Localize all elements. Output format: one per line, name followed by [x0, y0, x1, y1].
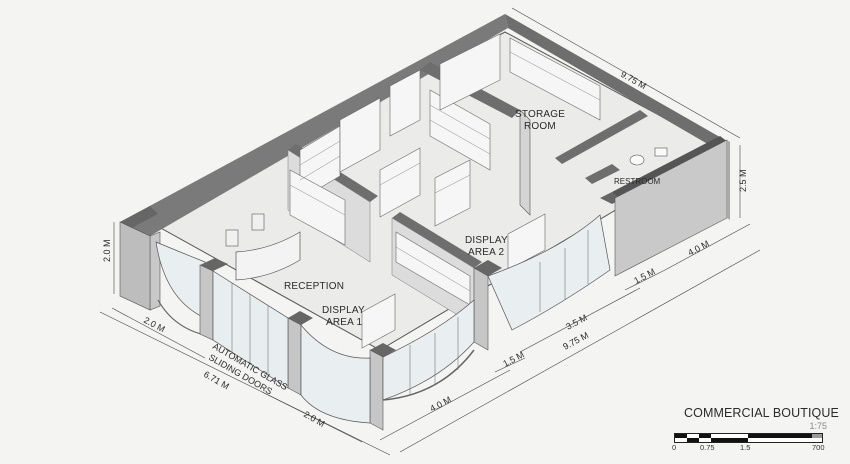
title-block: COMMERCIAL BOUTIQUE 1:75 0 0.75 1.5 700	[672, 406, 839, 452]
partition-display2	[392, 212, 482, 268]
storage-front-wall	[519, 109, 531, 216]
left-wall-face	[119, 221, 151, 311]
scale-bar	[674, 433, 823, 443]
curved-window-display1	[300, 324, 371, 424]
left-wall-top	[120, 206, 158, 230]
label-display2-1: DISPLAY	[465, 235, 508, 246]
drawing-title: COMMERCIAL BOUTIQUE	[684, 406, 839, 420]
right-wall-top	[612, 136, 728, 198]
chair-2	[251, 213, 265, 231]
back-wall-right	[505, 14, 725, 150]
pillar-2-face	[287, 317, 302, 396]
chair-1	[225, 229, 239, 247]
dim-side-seg5: 4.0 M	[686, 238, 711, 257]
tick-0: 0	[672, 443, 677, 452]
sink	[654, 147, 668, 157]
toilet	[629, 154, 645, 166]
shelf-lines	[289, 51, 601, 292]
dim-side-seg2: 1.5 M	[501, 349, 526, 368]
curved-window-display2	[487, 214, 611, 331]
shelving	[289, 33, 601, 349]
curved-window-left	[155, 241, 206, 319]
pillar-1-face	[199, 264, 214, 341]
restroom-wall-top	[555, 110, 648, 164]
dim-left-bay: 2.0 M	[142, 315, 167, 334]
pillar-3-face	[369, 349, 384, 431]
label-display2-2: AREA 2	[468, 247, 504, 258]
pillar-1	[200, 258, 228, 271]
label-display1-2: AREA 1	[326, 317, 362, 328]
dim-side-seg4: 1.5 M	[632, 266, 657, 285]
dim-left-height: 2.0 M	[102, 239, 112, 262]
scale-ratio: 1:75	[809, 421, 827, 431]
dim-side-total: 9.75 M	[561, 330, 590, 352]
label-reception: RECEPTION	[284, 281, 344, 292]
tick-2: 1.5	[740, 443, 751, 452]
tick-3: 700	[812, 443, 825, 452]
pillar-4-face	[473, 267, 489, 351]
curved-window-display1b	[382, 299, 475, 401]
tick-1: 0.75	[700, 443, 715, 452]
dim-front-total: 6.71 M	[202, 369, 231, 391]
pillar-2	[288, 311, 313, 325]
restroom-front-top	[585, 164, 620, 184]
dim-right-height: 2.5 M	[738, 169, 748, 192]
label-display1-1: DISPLAY	[322, 305, 365, 316]
label-storage-1: STORAGE	[515, 109, 565, 120]
back-wall-left	[120, 14, 508, 236]
dim-side-seg3: 3.5 M	[564, 312, 589, 331]
door-mullions	[231, 283, 269, 375]
right-end-face	[727, 140, 730, 220]
label-restroom: RESTROOM	[614, 177, 661, 186]
label-storage-2: ROOM	[524, 121, 556, 132]
reception-desk	[235, 231, 301, 281]
dimension-lines	[99, 7, 761, 456]
dim-side-seg1: 4.0 M	[428, 394, 453, 413]
